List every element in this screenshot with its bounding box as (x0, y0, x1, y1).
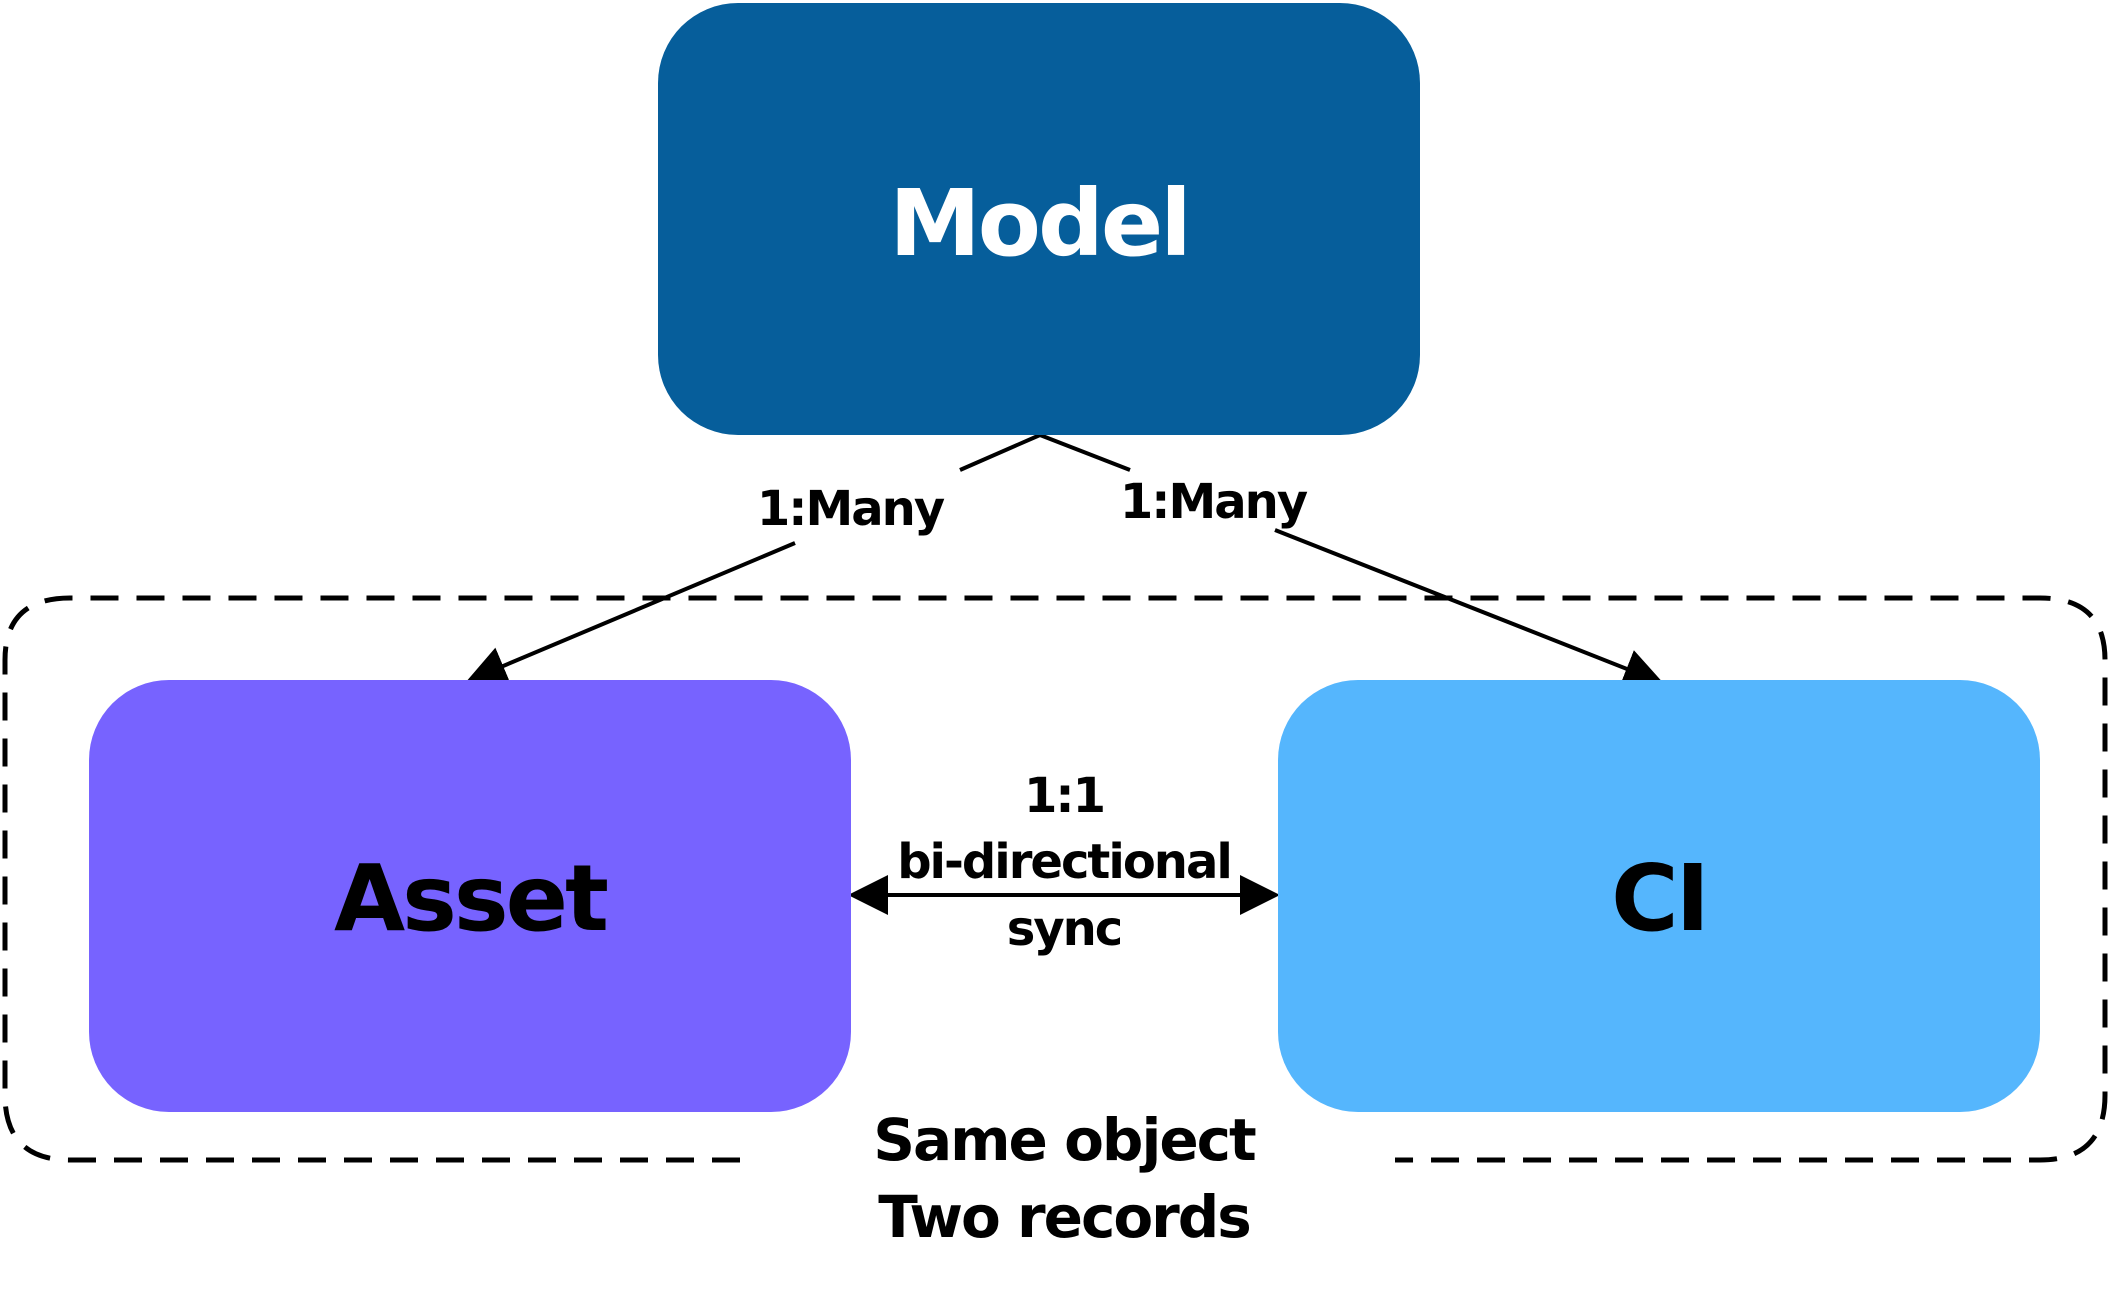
group-label-line-1: Same object (873, 1106, 1256, 1174)
edge-model-to-asset (959, 433, 1041, 472)
edge-model-to-ci (1039, 433, 1131, 472)
ci-node: CI (1278, 680, 2040, 1112)
asset-node: Asset (89, 680, 851, 1112)
edge-label-model-ci: 1:Many (1120, 474, 1308, 530)
asset-box (89, 680, 851, 1112)
same-object-group-boundary (2, 595, 2108, 1163)
sync-label-line-2: bi-directional (897, 834, 1231, 890)
edge-label-model-asset: 1:Many (757, 481, 945, 537)
edge-model-to-asset-lower (466, 541, 796, 685)
model-box (658, 3, 1420, 435)
group-label-line-2: Two records (878, 1183, 1250, 1251)
edge-model-to-ci-lower (1274, 528, 1664, 688)
ci-label: CI (1611, 845, 1707, 952)
ci-box (1278, 680, 2040, 1112)
sync-label-line-1: 1:1 (1024, 768, 1104, 824)
sync-label-line-3: sync (1007, 901, 1121, 957)
model-node: Model (658, 3, 1420, 435)
model-label: Model (889, 170, 1189, 277)
asset-label: Asset (334, 845, 607, 952)
